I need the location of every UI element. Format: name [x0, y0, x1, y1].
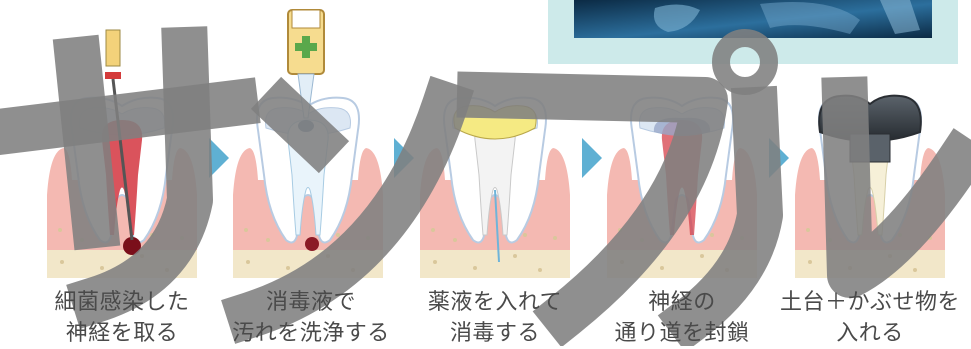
step-2-caption-line1: 消毒液で	[216, 287, 406, 318]
step-4-caption-line1: 神経の	[587, 287, 777, 318]
step-1-caption: 細菌感染した 神経を取る	[27, 287, 217, 349]
step-arrow-3	[582, 138, 602, 178]
step-4-caption: 神経の 通り道を封鎖	[587, 287, 777, 349]
step-3-caption-line2: 消毒する	[400, 318, 590, 349]
step-5-caption-line2: 入れる	[775, 318, 965, 349]
step-1-caption-line2: 神経を取る	[27, 318, 217, 349]
step-2-caption: 消毒液で 汚れを洗浄する	[216, 287, 406, 349]
step-1-caption-line1: 細菌感染した	[27, 287, 217, 318]
step-3-caption: 薬液を入れて 消毒する	[400, 287, 590, 349]
step-4-caption-line2: 通り道を封鎖	[587, 318, 777, 349]
step-5-caption: 土台＋かぶせ物を 入れる	[775, 287, 965, 349]
step-5-caption-line1: 土台＋かぶせ物を	[775, 287, 965, 318]
step-3-caption-line1: 薬液を入れて	[400, 287, 590, 318]
step-2-caption-line2: 汚れを洗浄する	[216, 318, 406, 349]
